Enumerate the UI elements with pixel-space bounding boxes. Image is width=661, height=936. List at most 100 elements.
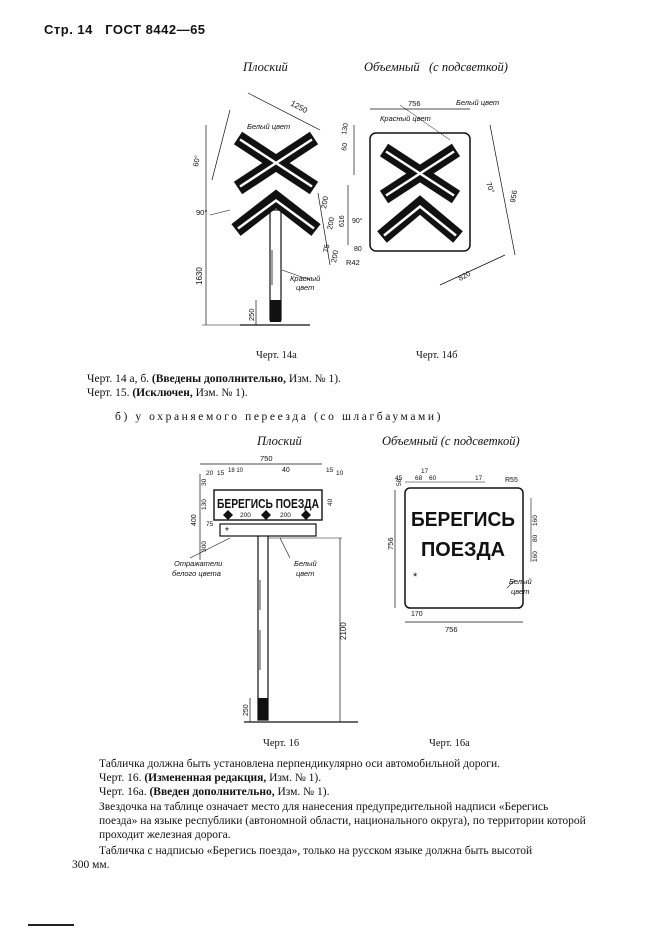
fig16-dim-250: 250 xyxy=(243,704,250,716)
fig16-bottom-plate xyxy=(219,523,317,537)
fig16-dim-40b: 40 xyxy=(327,498,334,506)
fig16a-dim-756-v: 756 xyxy=(386,537,395,550)
fig16-pole-base xyxy=(258,698,268,720)
note-fig14-line: Черт. 14 а, б. (Введены дополнительно, И… xyxy=(87,372,341,386)
fig16-dim-75: 75 xyxy=(206,521,214,528)
standard-code: ГОСТ 8442—65 xyxy=(105,22,206,37)
fig14-label-volume: Объемный (с подсветкой) xyxy=(364,60,508,75)
fig16a-dim-170: 170 xyxy=(411,611,423,618)
reflector-icon xyxy=(223,510,233,520)
fig14-label-volume-text: Объемный xyxy=(364,60,420,74)
fig16-dim-20: 20 xyxy=(206,470,214,477)
fig14b-dim-90deg: 90° xyxy=(352,217,363,225)
fig16-note-white-2: цвет xyxy=(296,569,314,578)
body-paragraph-3: Черт. 16а. (Введен дополнительно, Изм. №… xyxy=(99,785,329,799)
fig16-sign-text: БЕРЕГИСЬ ПОЕЗДА xyxy=(217,497,319,511)
fig16-pole xyxy=(257,529,269,721)
body-p3-ref: Черт. 16а. xyxy=(99,786,150,798)
body-paragraph-4-line-3: проходит железная дорога. xyxy=(99,829,231,841)
fig14b-cross xyxy=(379,143,461,204)
fig16-label-volume: Объемный (с подсветкой) xyxy=(382,434,520,448)
body-paragraph-4-line-2: поезда» на языке республики (автономной … xyxy=(99,815,586,827)
note-fig15-status: (Исключен, xyxy=(132,387,193,399)
body-paragraph-2: Черт. 16. (Измененная редакция, Изм. № 1… xyxy=(99,771,321,785)
fig14a-dim-60deg: 60° xyxy=(191,155,202,168)
fig16a-dim-80: 80 xyxy=(532,534,539,542)
fig14b-drawing: 756 130 60 616 90° 80 70° 956 820 R42 Бе… xyxy=(339,98,519,286)
fig14b-dim-756: 756 xyxy=(408,99,421,108)
fig16a-dim-68: 68 xyxy=(415,475,423,482)
fig16-caption: Черт. 16 xyxy=(263,738,300,749)
fig16-note-reflectors-1: Отражатели xyxy=(174,559,223,568)
fig16-dim-200b: 200 xyxy=(280,512,291,519)
fig16-dim-750: 750 xyxy=(260,454,273,463)
note-fig15-amend: Изм. № 1). xyxy=(192,387,248,399)
fig16-dim-30: 30 xyxy=(201,478,208,486)
fig16a-dim-160b: 160 xyxy=(532,551,539,562)
fig16-note-white-1: Белый xyxy=(294,559,318,568)
body-paragraph-4-line-1: Звездочка на таблице означает место для … xyxy=(99,801,549,813)
fig14b-dim-616: 616 xyxy=(339,215,346,227)
fig14a-chevron xyxy=(231,189,321,236)
reflector-icon xyxy=(261,510,271,520)
fig16a-sign-line-2: ПОЕЗДА xyxy=(421,539,505,561)
fig16-drawing: БЕРЕГИСЬ ПОЕЗДА * 750 40 20 15 18 10 15 … xyxy=(172,454,358,723)
fig14b-dim-60: 60 xyxy=(341,142,349,151)
fig16a-dim-17b: 17 xyxy=(475,475,483,482)
fig14b-note-red: Красный цвет xyxy=(380,114,431,123)
fig14b-dim-130: 130 xyxy=(341,123,350,136)
fig16a-dim-17a: 17 xyxy=(421,468,429,475)
body-p3-status: (Введен дополнительно, xyxy=(149,786,275,798)
page-header: Стр. 14 ГОСТ 8442—65 xyxy=(44,22,206,37)
reflector-icon xyxy=(301,510,311,520)
fig16a-sign-line-1: БЕРЕГИСЬ xyxy=(411,509,515,531)
fig16-dim-15a: 15 xyxy=(217,470,225,477)
fig14-label-flat: Плоский xyxy=(243,60,288,74)
fig14b-dim-956: 956 xyxy=(508,189,519,203)
fig14a-caption: Черт. 14а xyxy=(256,350,297,361)
fig16a-dim-756-h: 756 xyxy=(445,625,458,634)
note-fig14-ref: Черт. 14 а, б. xyxy=(87,373,152,385)
fig16a-dim-58: 58 xyxy=(396,478,403,486)
fig14a-cross xyxy=(233,131,319,195)
fig14b-radius: R42 xyxy=(346,258,360,267)
fig16a-note-white-2: цвет xyxy=(511,587,529,596)
fig16-dim-130: 130 xyxy=(201,499,208,510)
fig14a-pole-base xyxy=(270,300,281,322)
page-number: Стр. 14 xyxy=(44,22,93,37)
fig16a-drawing: БЕРЕГИСЬ ПОЕЗДА * 756 58 45 68 17 60 17 … xyxy=(386,468,539,634)
fig16a-dim-160a: 160 xyxy=(532,515,539,526)
fig16a-radius: R55 xyxy=(505,477,518,484)
fig16-dim-400: 400 xyxy=(191,514,198,526)
fig16a-dim-60: 60 xyxy=(429,475,437,482)
body-paragraph-5-line-1: Табличка с надписью «Берегись поезда», т… xyxy=(99,845,533,857)
fig16-dim-2100: 2100 xyxy=(339,622,348,640)
body-paragraph-1: Табличка должна быть установлена перпенд… xyxy=(99,758,501,770)
fig16-note-reflectors-2: белого цвета xyxy=(172,569,221,578)
fig14b-chevron xyxy=(377,195,463,243)
section-b-title: б) у охраняемого переезда (со шлагбаумам… xyxy=(115,411,444,423)
note-fig15-ref: Черт. 15. xyxy=(87,387,133,399)
body-p2-amend: Изм. № 1). xyxy=(266,772,322,784)
fig14a-dim-200c: 200 xyxy=(329,249,340,263)
note-fig15-line: Черт. 15. (Исключен, Изм. № 1). xyxy=(87,386,248,400)
fig14b-caption: Черт. 14б xyxy=(416,350,458,361)
fig16-dim-15b: 15 xyxy=(326,467,334,474)
fig16-dim-40: 40 xyxy=(282,467,290,474)
fig14a-dim-1250: 1250 xyxy=(289,99,309,116)
fig16a-caption: Черт. 16а xyxy=(429,738,470,749)
fig14a-dim-90deg: 90° xyxy=(196,208,207,217)
fig14a-dim-75: 75 xyxy=(321,244,331,254)
fig14a-drawing: 1250 60° 90° 200 200 75 200 1630 250 Бел… xyxy=(191,92,340,326)
fig16-dim-10: 10 xyxy=(336,470,344,477)
fig16-star: * xyxy=(225,526,229,537)
body-p2-status: (Измененная редакция, xyxy=(144,772,267,784)
fig16a-dim-45: 45 xyxy=(395,475,403,482)
fig14b-note-white: Белый цвет xyxy=(456,98,499,107)
fig14a-note-red-1: Красный xyxy=(290,274,321,283)
footer-rule xyxy=(28,924,74,926)
fig16-dim-300: 300 xyxy=(201,541,208,552)
fig14b-dim-70deg: 70° xyxy=(484,181,496,195)
fig16a-note-white-1: Белый xyxy=(509,577,533,586)
fig14-label-backlight: (с подсветкой) xyxy=(429,60,508,74)
